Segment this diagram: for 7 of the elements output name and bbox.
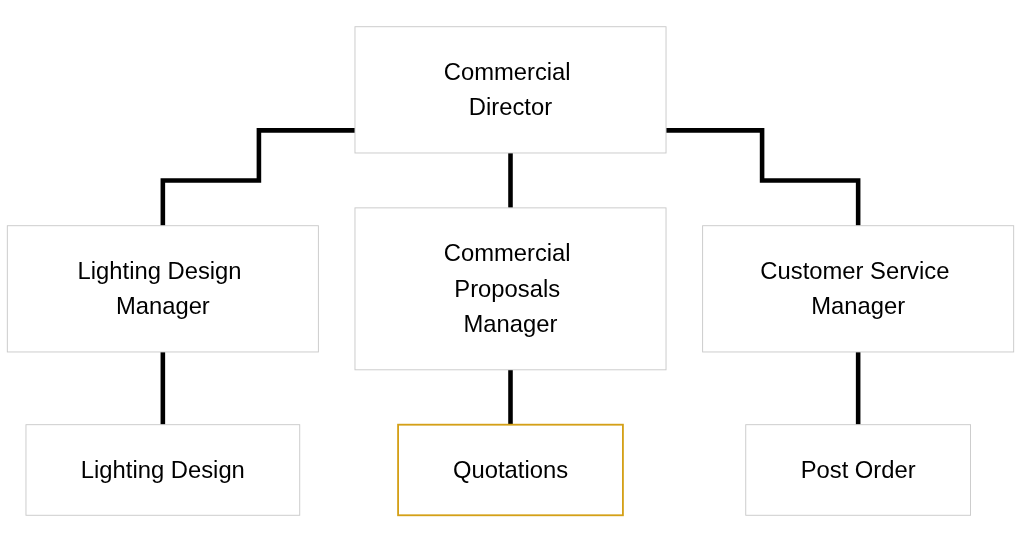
node-box: Commercial Proposals Manager [354, 207, 667, 371]
node-box: Customer Service Manager [702, 225, 1015, 353]
node-box: Lighting Design Manager [6, 225, 319, 353]
node-box: Lighting Design [25, 424, 301, 516]
node-box: Quotations [397, 423, 624, 517]
node-box: Post Order [745, 424, 971, 516]
node-box: Commercial Director [354, 26, 667, 154]
